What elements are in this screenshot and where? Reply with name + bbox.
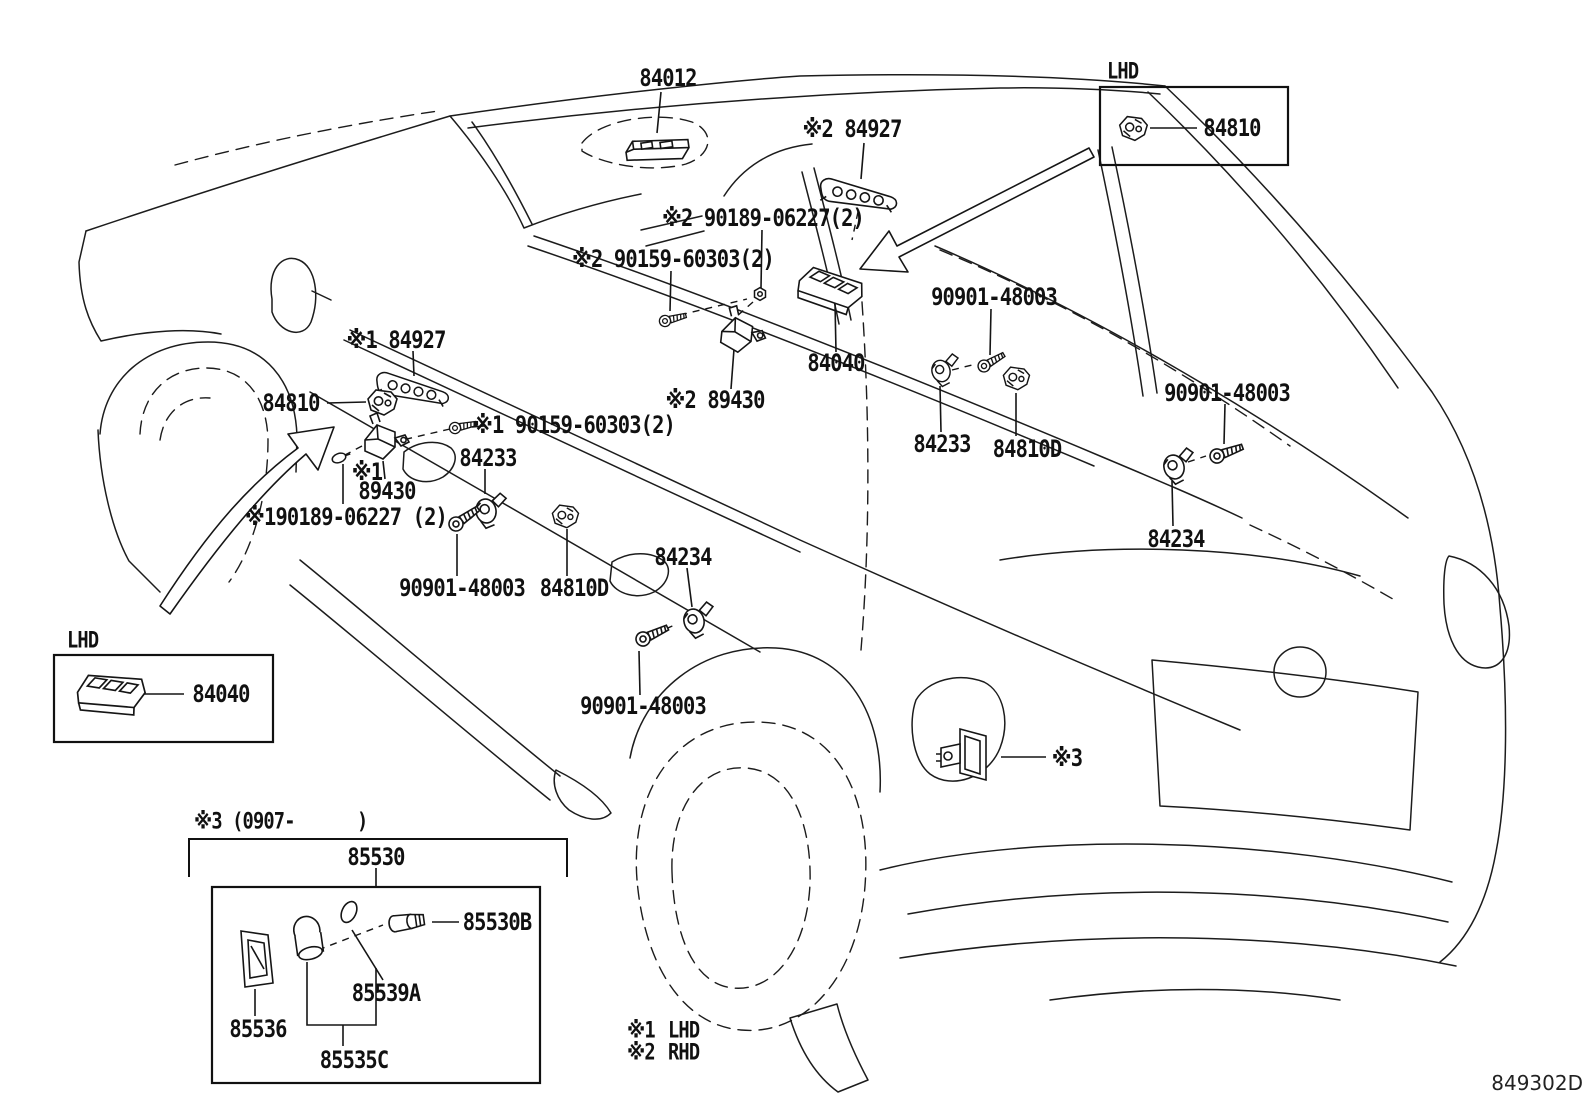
callout-84040: 84040 bbox=[807, 349, 865, 377]
callout-90159-lhd: ※1 90159-60303(2) bbox=[473, 411, 676, 439]
callout-90901-mid: 90901-48003 bbox=[580, 692, 707, 720]
legend-note2-text: RHD bbox=[668, 1040, 700, 1066]
clip-84810d-rear-icon bbox=[1002, 366, 1031, 391]
callout-90901-rear-upper: 90901-48003 bbox=[931, 283, 1058, 311]
callout-back-door-switch: ※3 bbox=[1051, 744, 1083, 772]
callout-90901-rear-lower: 90901-48003 bbox=[1164, 379, 1291, 407]
callout-89430-lhd: 89430 bbox=[358, 477, 416, 505]
back-door-switch-icon bbox=[936, 727, 987, 782]
vehicle-hidden-lines bbox=[139, 110, 1399, 1032]
callout-84810-front: 84810 bbox=[262, 389, 320, 417]
screw-icon bbox=[1207, 439, 1246, 466]
clip-84810d-icon bbox=[551, 504, 580, 529]
leader-lines bbox=[142, 91, 1226, 1046]
bulb-icon bbox=[331, 452, 351, 464]
callout-90189-lhd: ※190189-06227 (2) bbox=[245, 503, 448, 531]
callout-90189-rhd: ※2 90189-06227(2) bbox=[662, 204, 865, 232]
part-icons bbox=[75, 115, 1246, 988]
lamp-socket-icon bbox=[292, 915, 325, 961]
legend-note1-text: LHD bbox=[668, 1018, 700, 1044]
callout-84234-rear: 84234 bbox=[1147, 525, 1205, 553]
inset-top-right-part: 84810 bbox=[1203, 114, 1261, 142]
callout-84810d-rear: 84810D bbox=[992, 435, 1062, 463]
door-sensor-84234-icon bbox=[679, 600, 721, 641]
lamp-lens-icon bbox=[240, 930, 274, 988]
screw-icon bbox=[445, 501, 483, 535]
door-relay-lhd-icon bbox=[364, 412, 410, 460]
lamp-bulb-icon bbox=[340, 900, 358, 924]
callout-84927-rhd: ※2 84927 bbox=[802, 115, 902, 143]
overhead-switch-icon bbox=[623, 132, 692, 167]
callout-85530: 85530 bbox=[347, 843, 405, 871]
callout-84233-front: 84233 bbox=[459, 444, 517, 472]
callout-85535c: 85535C bbox=[319, 1046, 389, 1074]
callout-85539a: 85539A bbox=[351, 979, 421, 1007]
callout-85530b: 85530B bbox=[462, 908, 532, 936]
inset-top-right-title: LHD bbox=[1107, 59, 1139, 85]
callout-84233-rear: 84233 bbox=[913, 430, 971, 458]
callout-85536: 85536 bbox=[229, 1015, 287, 1043]
inset-frames bbox=[52, 85, 1290, 1085]
callout-84810d-front: 84810D bbox=[539, 574, 609, 602]
pointer-arrows bbox=[159, 147, 1095, 615]
inset-switch-84810-icon bbox=[1118, 115, 1149, 142]
callout-90901-front: 90901-48003 bbox=[399, 574, 526, 602]
legend-note2-symbol: ※2 bbox=[627, 1040, 656, 1066]
bulb-holder-icon bbox=[388, 913, 426, 933]
screw-icon bbox=[975, 348, 1008, 375]
legend-note1-symbol: ※1 bbox=[627, 1018, 656, 1044]
callout-84927-lhd: ※1 84927 bbox=[346, 326, 446, 354]
assy-bracket bbox=[188, 838, 568, 877]
inset-left-part: 84040 bbox=[192, 680, 250, 708]
door-sensor-84233-rear-icon bbox=[928, 352, 965, 389]
arrow-to-front-door bbox=[159, 426, 335, 615]
inset-box-left bbox=[52, 653, 275, 744]
inset-box-top-right bbox=[1098, 85, 1290, 167]
nut-icon bbox=[753, 286, 767, 302]
screw-icon bbox=[657, 309, 688, 329]
screw-icon bbox=[632, 620, 672, 650]
inset-left-title: LHD bbox=[67, 628, 99, 654]
diagram-code: 849302D bbox=[1491, 1071, 1583, 1095]
door-sensor-84234-rear-icon bbox=[1159, 446, 1201, 487]
callout-90159-rhd: ※2 90159-60303(2) bbox=[572, 245, 775, 273]
callout-84234-mid: 84234 bbox=[654, 543, 712, 571]
callout-relay-lhd-sym: ※1 bbox=[351, 458, 383, 486]
power-window-switch-icon bbox=[794, 265, 866, 318]
inset-switch-84040-icon bbox=[75, 668, 149, 722]
callout-84012: 84012 bbox=[639, 64, 697, 92]
inset-box-license-lamp bbox=[210, 885, 542, 1085]
callout-89430-rhd: ※2 89430 bbox=[665, 386, 765, 414]
license-lamp-note: ※3 (0907- ) bbox=[194, 809, 368, 835]
window-switch-front-icon bbox=[367, 389, 398, 416]
arrow-to-rear-door bbox=[859, 147, 1095, 273]
